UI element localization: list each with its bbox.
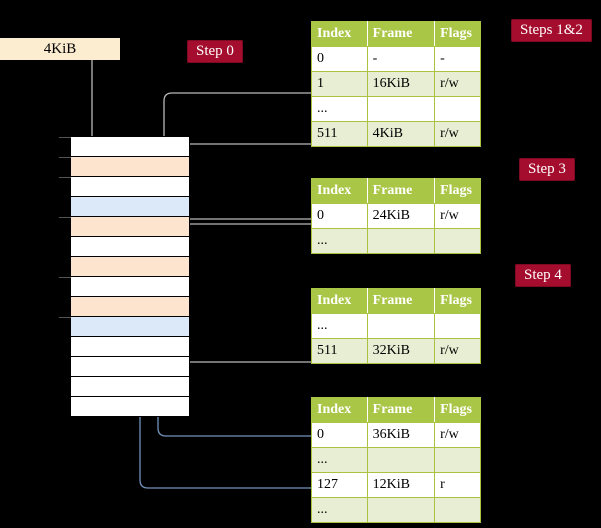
cell-frame: 24KiB bbox=[366, 203, 436, 229]
physical-memory-block-stack bbox=[59, 136, 190, 417]
mem-tick-0 bbox=[59, 137, 71, 138]
mem-row-10 bbox=[71, 337, 189, 357]
cell-flags: r/w bbox=[434, 71, 481, 97]
mem-row-11 bbox=[71, 357, 189, 377]
cell-flags: r bbox=[434, 472, 481, 498]
page-table-level-2: Index Frame Flags ... 511 32KiB r/w bbox=[311, 288, 481, 364]
mem-tick-5 bbox=[59, 317, 71, 318]
mem-row-6 bbox=[71, 257, 189, 277]
size-label-4kib: 4KiB bbox=[0, 38, 120, 60]
cell-index: ... bbox=[311, 96, 368, 122]
column-header-flags: Flags bbox=[434, 397, 481, 423]
cell-flags bbox=[434, 228, 481, 254]
cell-index: 0 bbox=[311, 422, 368, 448]
mem-row-7 bbox=[71, 277, 189, 297]
cell-index: 0 bbox=[311, 46, 368, 72]
mem-row-8 bbox=[71, 297, 189, 317]
table-header-row: Index Frame Flags bbox=[311, 397, 481, 423]
badge-step-4: Step 4 bbox=[515, 264, 571, 287]
mem-tick-3 bbox=[59, 217, 71, 218]
cell-frame bbox=[366, 228, 436, 254]
cell-frame: 4KiB bbox=[366, 121, 436, 147]
mem-row-3 bbox=[71, 197, 189, 217]
cell-flags: r/w bbox=[434, 422, 481, 448]
cell-flags: r/w bbox=[434, 203, 481, 229]
mem-row-5 bbox=[71, 237, 189, 257]
table-row: ... bbox=[311, 313, 481, 339]
cell-index: ... bbox=[311, 497, 368, 523]
table-row: ... bbox=[311, 96, 481, 122]
table-row: 0 - - bbox=[311, 46, 481, 72]
column-header-frame: Frame bbox=[366, 21, 436, 47]
cell-frame bbox=[366, 497, 436, 523]
table-row: ... bbox=[311, 228, 481, 254]
table-row: 0 36KiB r/w bbox=[311, 422, 481, 448]
cell-index: 1 bbox=[311, 71, 368, 97]
table-row: 0 24KiB r/w bbox=[311, 203, 481, 229]
table-header-row: Index Frame Flags bbox=[311, 21, 481, 47]
column-header-index: Index bbox=[311, 397, 368, 423]
mem-row-12 bbox=[71, 377, 189, 397]
cell-frame: 12KiB bbox=[366, 472, 436, 498]
table-header-row: Index Frame Flags bbox=[311, 288, 481, 314]
column-header-index: Index bbox=[311, 178, 368, 204]
badge-steps-1-2: Steps 1&2 bbox=[511, 19, 592, 42]
column-header-frame: Frame bbox=[366, 288, 436, 314]
page-table-level-1: Index Frame Flags 0 24KiB r/w ... bbox=[311, 178, 481, 254]
table-row: 511 4KiB r/w bbox=[311, 121, 481, 147]
page-table-level-0: Index Frame Flags 0 - - 1 16KiB r/w ... bbox=[311, 21, 481, 147]
table-row: 1 16KiB r/w bbox=[311, 71, 481, 97]
cell-flags bbox=[434, 447, 481, 473]
mem-row-1 bbox=[71, 157, 189, 177]
cell-flags bbox=[434, 497, 481, 523]
badge-step-3: Step 3 bbox=[519, 158, 575, 181]
column-header-frame: Frame bbox=[366, 397, 436, 423]
cell-index: 511 bbox=[311, 338, 368, 364]
cell-frame: - bbox=[366, 46, 436, 72]
cell-index: ... bbox=[311, 313, 368, 339]
cell-index: 511 bbox=[311, 121, 368, 147]
cell-index: 127 bbox=[311, 472, 368, 498]
column-header-flags: Flags bbox=[434, 288, 481, 314]
column-header-frame: Frame bbox=[366, 178, 436, 204]
column-header-index: Index bbox=[311, 21, 368, 47]
column-header-index: Index bbox=[311, 288, 368, 314]
cell-flags bbox=[434, 96, 481, 122]
cell-index: ... bbox=[311, 228, 368, 254]
mem-tick-2 bbox=[59, 177, 71, 178]
mem-row-0 bbox=[71, 137, 189, 157]
cell-flags: r/w bbox=[434, 338, 481, 364]
mem-row-13 bbox=[71, 397, 189, 417]
cell-flags bbox=[434, 313, 481, 339]
mem-row-2 bbox=[71, 177, 189, 197]
mem-row-4 bbox=[71, 217, 189, 237]
table-row: ... bbox=[311, 497, 481, 523]
table-row: ... bbox=[311, 447, 481, 473]
mem-tick-4 bbox=[59, 277, 71, 278]
mem-tick-1 bbox=[59, 157, 71, 158]
badge-step-0: Step 0 bbox=[187, 40, 243, 63]
cell-flags: - bbox=[434, 46, 481, 72]
cell-frame bbox=[366, 96, 436, 122]
cell-index: ... bbox=[311, 447, 368, 473]
cell-frame: 36KiB bbox=[366, 422, 436, 448]
cell-frame: 16KiB bbox=[366, 71, 436, 97]
column-header-flags: Flags bbox=[434, 178, 481, 204]
column-header-flags: Flags bbox=[434, 21, 481, 47]
cell-frame: 32KiB bbox=[366, 338, 436, 364]
cell-flags: r/w bbox=[434, 121, 481, 147]
table-row: 127 12KiB r bbox=[311, 472, 481, 498]
mem-row-9 bbox=[71, 317, 189, 337]
cell-frame bbox=[366, 447, 436, 473]
table-row: 511 32KiB r/w bbox=[311, 338, 481, 364]
table-header-row: Index Frame Flags bbox=[311, 178, 481, 204]
page-table-level-3: Index Frame Flags 0 36KiB r/w ... 127 12… bbox=[311, 397, 481, 523]
cell-index: 0 bbox=[311, 203, 368, 229]
cell-frame bbox=[366, 313, 436, 339]
